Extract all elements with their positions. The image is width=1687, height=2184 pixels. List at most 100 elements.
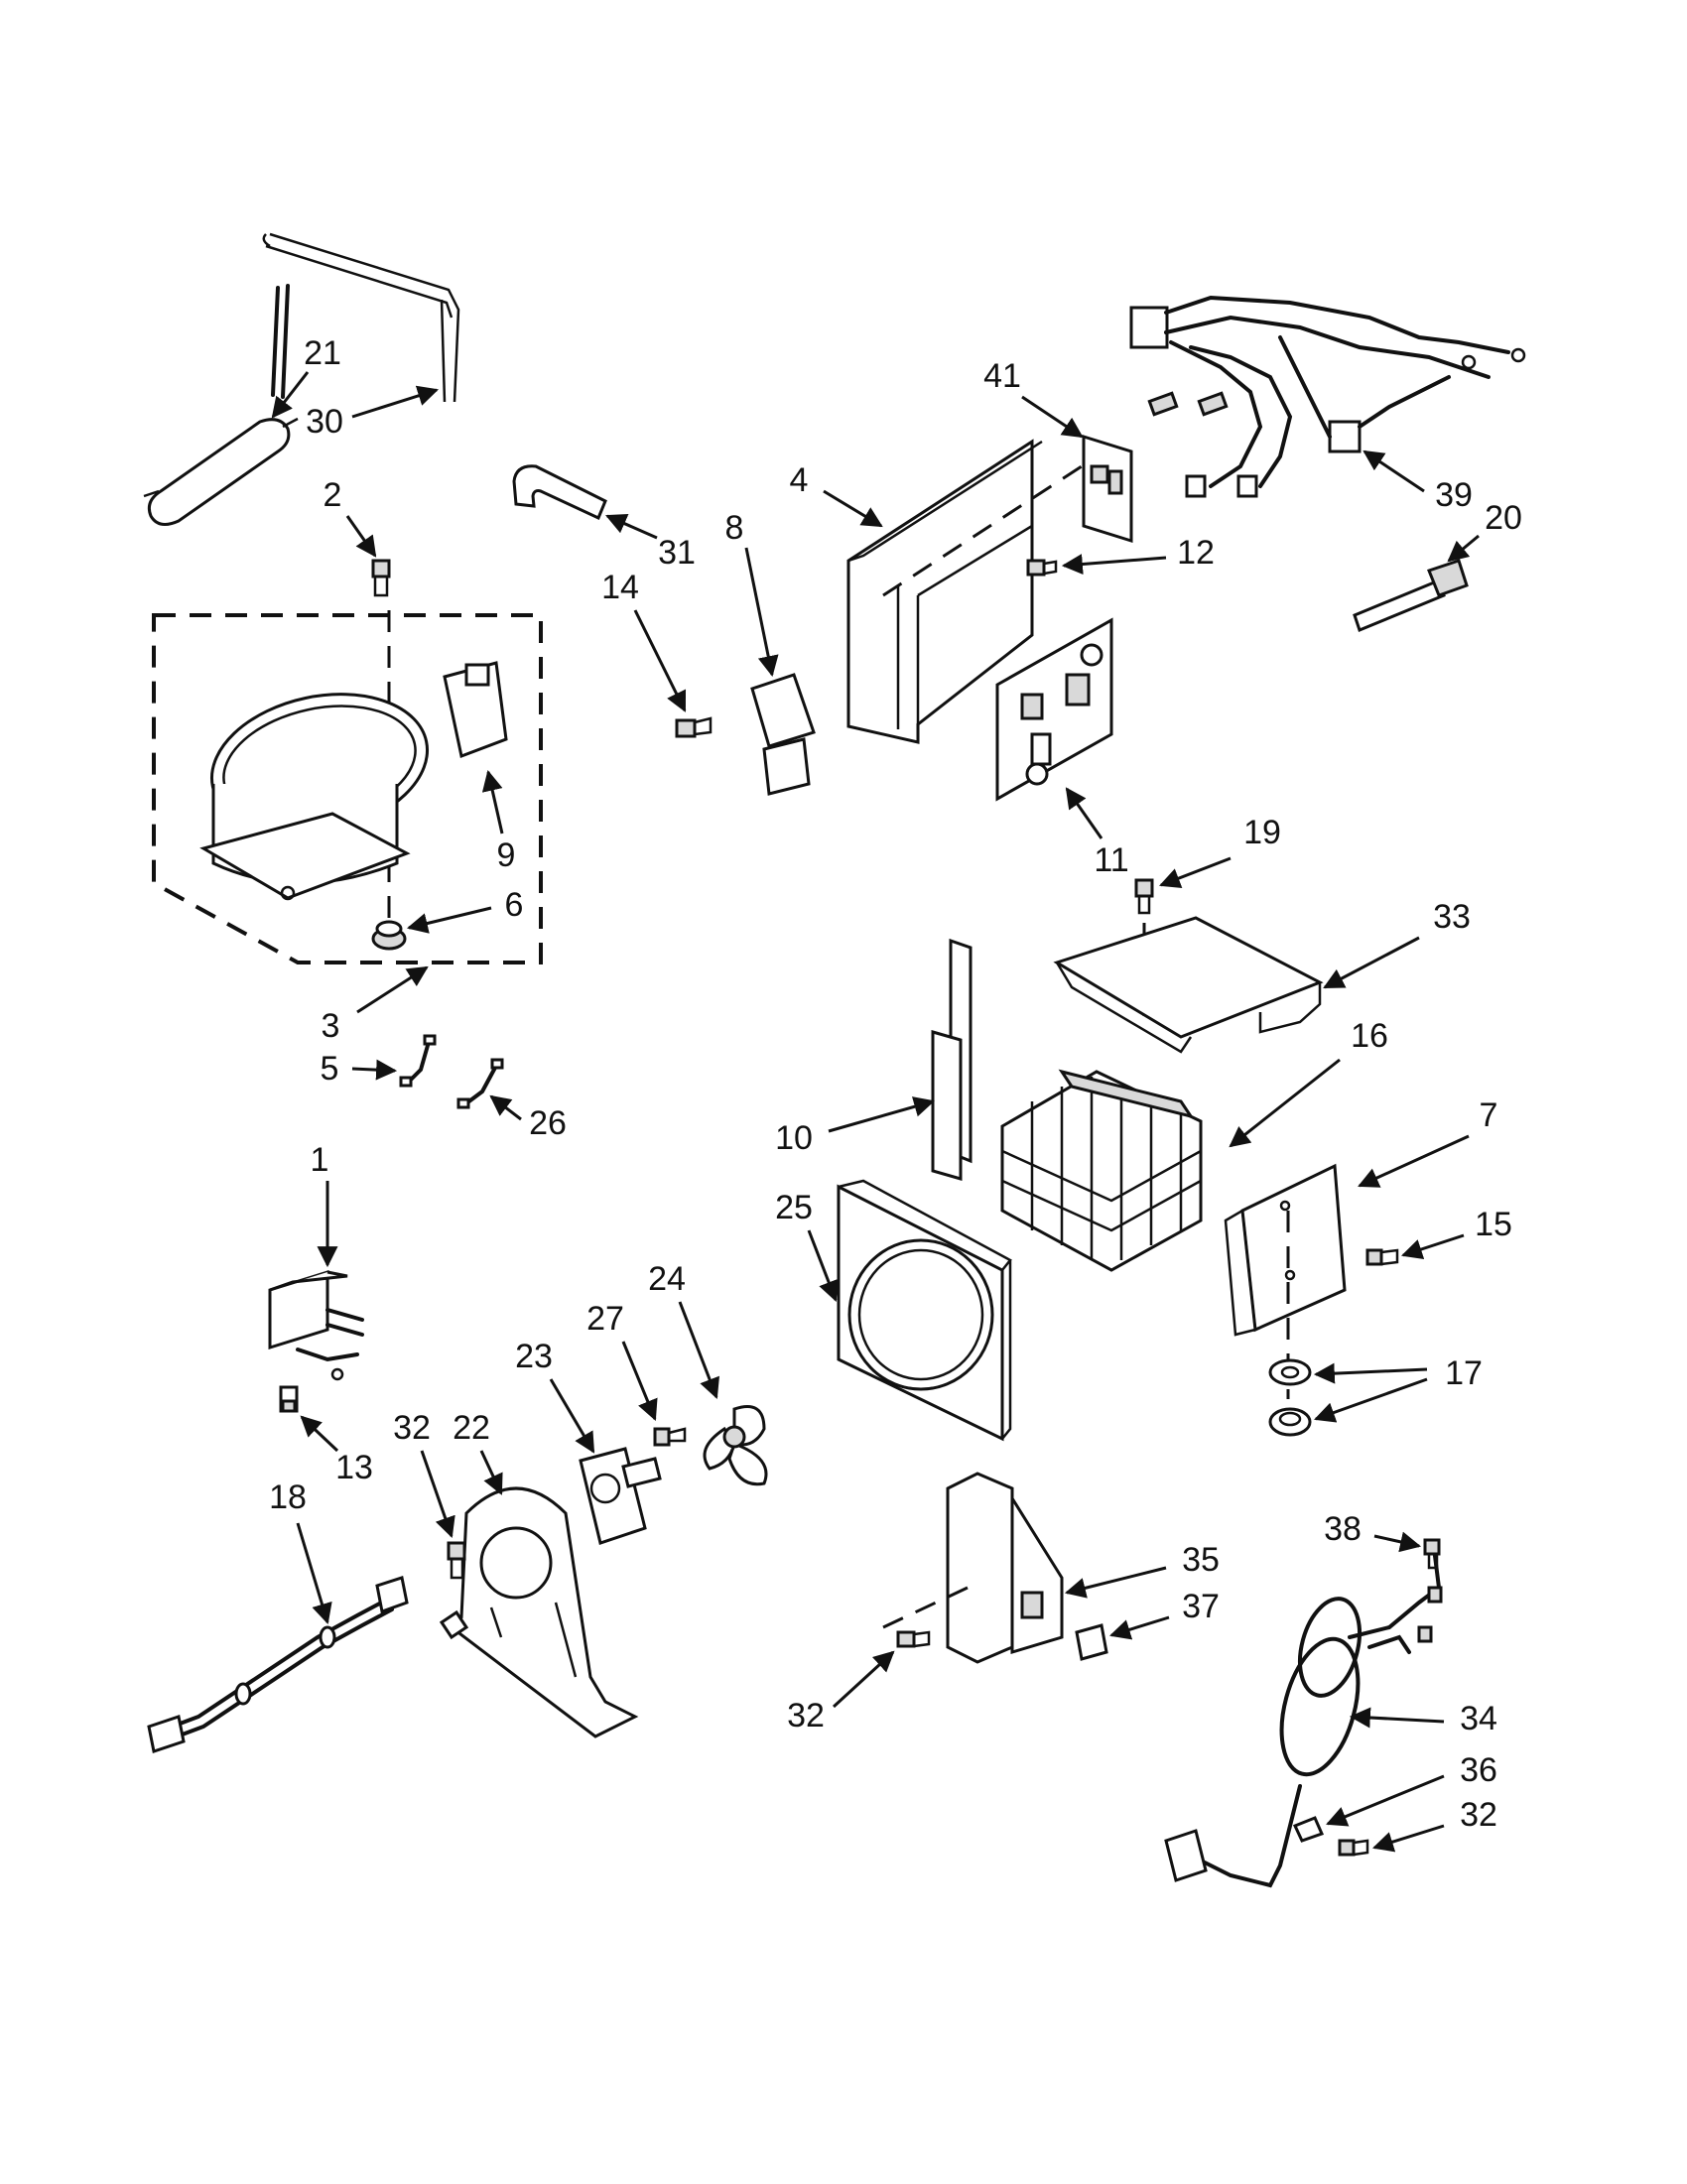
svg-text:18: 18	[269, 1478, 307, 1516]
svg-text:32: 32	[393, 1409, 431, 1447]
callout-12: 12	[1061, 534, 1215, 576]
svg-text:39: 39	[1435, 476, 1473, 514]
screw-32c-part	[1338, 1839, 1369, 1857]
condenser-tube-part	[262, 232, 460, 403]
svg-text:5: 5	[321, 1050, 339, 1088]
bracket-strip-part	[931, 938, 973, 1181]
svg-text:1: 1	[311, 1141, 329, 1179]
callout-3: 3	[322, 965, 429, 1045]
svg-text:9: 9	[497, 836, 516, 874]
svg-text:20: 20	[1485, 499, 1522, 537]
svg-text:15: 15	[1475, 1206, 1512, 1243]
transformer-part	[750, 673, 816, 796]
svg-text:16: 16	[1351, 1017, 1388, 1055]
control-box-part	[846, 439, 1083, 744]
wire-26-part	[456, 1058, 504, 1109]
callout-31: 31	[605, 514, 696, 572]
callout-39: 39	[1363, 450, 1473, 514]
svg-text:13: 13	[335, 1449, 373, 1486]
power-cord-part	[1164, 1546, 1443, 1888]
callout-34: 34	[1349, 1700, 1497, 1737]
clip-13-part	[279, 1385, 299, 1413]
callout-22: 22	[453, 1409, 503, 1495]
evaporator-part	[1000, 1069, 1203, 1272]
svg-text:12: 12	[1177, 534, 1215, 572]
clamp-36-part	[1292, 1816, 1325, 1843]
callout-5: 5	[321, 1050, 398, 1088]
wire-5-part	[399, 1034, 437, 1088]
svg-text:33: 33	[1433, 898, 1471, 936]
fan-blade-part	[703, 1405, 768, 1486]
callout-6: 6	[406, 886, 524, 934]
clip-37-part	[1075, 1623, 1108, 1661]
svg-text:38: 38	[1324, 1510, 1362, 1548]
wire-harness-part	[1129, 295, 1526, 498]
svg-text:31: 31	[658, 534, 696, 572]
svg-text:34: 34	[1460, 1700, 1497, 1737]
callout-36: 36	[1326, 1751, 1497, 1827]
strain-relief-part	[1353, 559, 1469, 632]
grommet-17a-part	[1268, 1358, 1312, 1386]
svg-text:30: 30	[306, 403, 343, 441]
compressor-assembly-part	[152, 610, 543, 964]
fan-motor-part	[579, 1447, 662, 1545]
callout-19: 19	[1159, 814, 1281, 888]
callout-16: 16	[1229, 1017, 1388, 1148]
svg-text:36: 36	[1460, 1751, 1497, 1789]
svg-text:3: 3	[322, 1007, 340, 1045]
evaporator-cover-part	[1053, 916, 1324, 1054]
callout-13: 13	[300, 1415, 373, 1486]
svg-text:10: 10	[775, 1119, 813, 1157]
svg-text:11: 11	[1094, 841, 1128, 879]
callout-27: 27	[586, 1300, 658, 1421]
svg-text:27: 27	[586, 1300, 624, 1338]
callout-41: 41	[983, 357, 1084, 439]
svg-text:32: 32	[1460, 1796, 1497, 1834]
svg-text:24: 24	[648, 1260, 686, 1298]
callout-17: 17	[1313, 1354, 1483, 1423]
callout-35: 35	[1064, 1541, 1220, 1599]
svg-text:19: 19	[1243, 814, 1281, 851]
callout-33: 33	[1323, 898, 1471, 989]
screw-14-part	[675, 716, 713, 738]
callout-23: 23	[515, 1338, 595, 1454]
svg-text:25: 25	[775, 1189, 813, 1226]
svg-text:6: 6	[505, 886, 524, 924]
callout-38: 38	[1324, 1510, 1422, 1553]
callout-11: 11	[1065, 787, 1129, 879]
bracket-35-part	[882, 1472, 1064, 1664]
svg-text:32: 32	[787, 1697, 825, 1734]
callout-10: 10	[775, 1096, 936, 1157]
callout-8: 8	[725, 509, 779, 678]
callout-1: 1	[311, 1141, 338, 1268]
callout-2: 2	[324, 476, 377, 558]
control-board-part	[995, 617, 1113, 802]
svg-text:2: 2	[324, 476, 342, 514]
svg-text:23: 23	[515, 1338, 553, 1375]
callout-32b: 32	[787, 1650, 895, 1734]
screw-27-part	[653, 1427, 687, 1447]
svg-text:7: 7	[1480, 1096, 1498, 1134]
screw-32b-part	[896, 1630, 931, 1648]
svg-text:41: 41	[983, 357, 1021, 395]
small-board-part	[1082, 434, 1133, 544]
callout-26: 26	[489, 1094, 567, 1142]
svg-text:8: 8	[725, 509, 744, 547]
callout-32c: 32	[1371, 1796, 1497, 1853]
callout-7: 7	[1358, 1096, 1498, 1188]
callout-15: 15	[1401, 1206, 1512, 1260]
svg-text:22: 22	[453, 1409, 490, 1447]
svg-text:21: 21	[304, 334, 341, 372]
grommet-17b-part	[1268, 1407, 1312, 1437]
callout-14: 14	[601, 569, 687, 712]
svg-text:4: 4	[790, 461, 809, 499]
callout-32a: 32	[393, 1409, 455, 1538]
fan-bracket-part	[439, 1486, 639, 1738]
hose-part	[512, 464, 607, 521]
callout-20: 20	[1447, 499, 1522, 563]
drier-part	[143, 417, 299, 527]
callout-37: 37	[1108, 1588, 1220, 1640]
callout-18: 18	[269, 1478, 332, 1625]
screw-38-part	[1423, 1538, 1441, 1570]
